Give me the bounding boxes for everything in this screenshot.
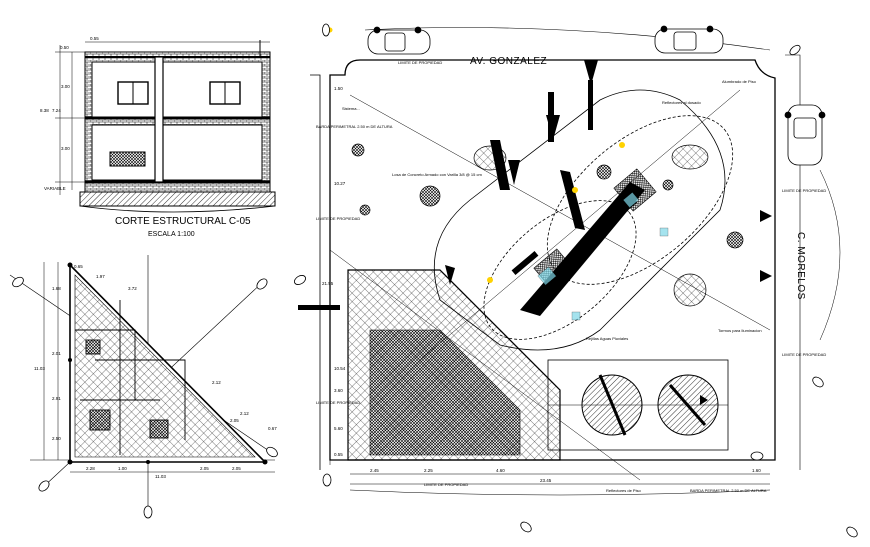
structural-section: 0.50 0.55 3.00 7.24 8.38 3.00 VARIABLE C… (40, 36, 276, 238)
lower-right-court (547, 359, 729, 451)
tri-dim-3: 3.72 (128, 286, 137, 291)
label-losa: Losa de Concreto Armado con Varilla 3/8 … (392, 172, 482, 177)
site-dim-bottom-1: 2.45 (370, 468, 379, 473)
section-dim-2: 0.55 (90, 36, 99, 41)
tri-dim-12: 0.67 (268, 426, 277, 431)
label-sistema: Sistema... (342, 106, 360, 111)
site-dim-left-3: 21.55 (322, 281, 334, 286)
site-plan: AV. GONZALEZ C. MORELOS (294, 23, 858, 538)
tri-dim-1: 0.65 (74, 264, 83, 269)
site-dim-left-7: 0.55 (334, 452, 343, 457)
label-alumbrado: Alumbrado de Piso (722, 79, 757, 84)
triangle-floor-plan: 0.65 1.97 3.72 1.68 2.01 11.03 2.91 2.50… (9, 255, 278, 519)
site-axis-bubbles (294, 23, 858, 538)
label-reflectores: Reflectores al dosado (662, 100, 701, 105)
section-scale: ESCALA 1:100 (148, 231, 195, 238)
label-rejillas: Rejillas Aguas Pluviales (586, 336, 628, 341)
section-dim-3: 3.00 (61, 84, 70, 89)
section-title: CORTE ESTRUCTURAL C-05 (115, 216, 251, 227)
site-left-stub (298, 305, 340, 310)
tri-dim-11: 2.12 (212, 380, 221, 385)
site-dim-left-5: 3.60 (334, 388, 343, 393)
triangle-dim-lines (43, 262, 275, 473)
cyan-water-features (537, 192, 669, 321)
section-dim-6: 3.00 (61, 146, 70, 151)
section-dimension-lines (55, 41, 270, 195)
label-limite-right-2: LIMITE DE PROPIEDAD (782, 352, 826, 357)
triangle-rooms (75, 300, 186, 455)
label-limite-lower-left: LIMITE DE PROPIEDAD (316, 400, 360, 405)
site-dim-left-1: 1.50 (334, 86, 343, 91)
label-barda-left: BARDA PERIMETRAL 2.50 m DE ALTURA (316, 124, 393, 129)
tri-dim-14: 1.00 (118, 466, 127, 471)
site-dim-bottom-3: 4.60 (496, 468, 505, 473)
tri-dim-10: 2.05 (230, 418, 239, 423)
label-limite-bottom: LIMITE DE PROPIEDAD (424, 482, 468, 487)
section-dim-1: 0.50 (60, 45, 69, 50)
tri-dim-16: 2.05 (200, 466, 209, 471)
street-right-label: C. MORELOS (795, 232, 806, 300)
section-frame (79, 40, 276, 213)
site-dim-left-4: 10.54 (334, 366, 346, 371)
tri-dim-7: 2.91 (52, 396, 61, 401)
label-limite-right-1: LIMITE DE PROPIEDAD (782, 188, 826, 193)
street-top-label: AV. GONZALEZ (470, 56, 547, 67)
tri-dim-8: 2.50 (52, 436, 61, 441)
car-top-right-icon (654, 25, 724, 54)
tri-dim-4: 1.68 (52, 286, 61, 291)
label-tormos: Tormos para Iluminacion (718, 328, 762, 333)
tri-dim-5: 2.01 (52, 351, 61, 356)
tri-dim-9: 2.12 (240, 411, 249, 416)
car-right-icon (784, 104, 826, 166)
triangle-axis-bubbles (12, 276, 278, 519)
section-dim-5: 8.38 (40, 108, 49, 113)
site-dim-bottom-4: 23.45 (540, 478, 552, 483)
section-dim-4: 7.24 (52, 108, 61, 113)
label-limite-top: LIMITE DE PROPIEDAD (398, 60, 442, 65)
site-dim-left-2: 10.27 (334, 181, 346, 186)
car-top-left-icon (367, 26, 431, 55)
tri-dim-13: 2.28 (86, 466, 95, 471)
label-limite-left: LIMITE DE PROPIEDAD (316, 216, 360, 221)
triangle-column-markers (67, 262, 268, 465)
site-dimension-lines (329, 80, 770, 485)
tri-dim-6: 11.03 (34, 366, 45, 371)
site-dim-left-6: 5.60 (334, 426, 343, 431)
tri-dim-17: 2.05 (232, 466, 241, 471)
label-reflectores-piso: Reflectores de Piso (606, 488, 641, 493)
section-level-label: VARIABLE (44, 186, 66, 191)
site-flow-arrows (445, 60, 772, 405)
diagonal-building-dense (369, 329, 521, 456)
site-dim-bottom-2: 2.25 (424, 468, 433, 473)
site-dim-bottom-5: 1.60 (752, 468, 761, 473)
tri-dim-15: 11.03 (155, 474, 166, 479)
label-barda-bottom: BARDA PERIMETRAL 2.50 m DE ALTURA (690, 488, 767, 493)
site-round-features (351, 143, 744, 307)
tri-dim-2: 1.97 (96, 274, 105, 279)
